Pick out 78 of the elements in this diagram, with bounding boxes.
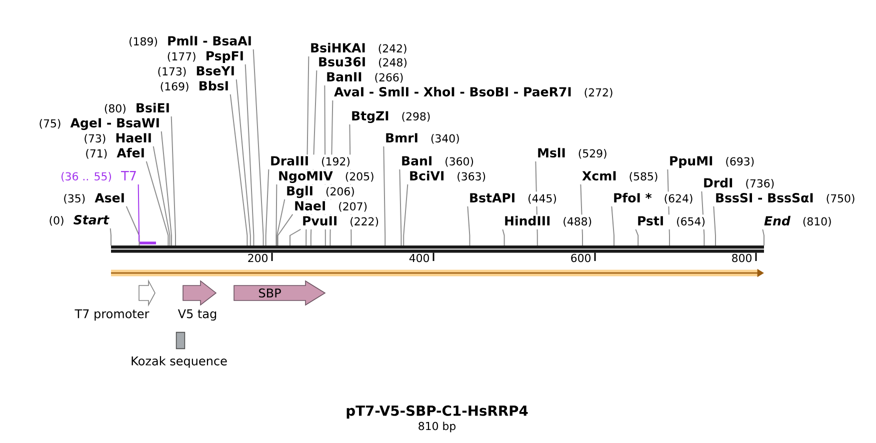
leader-line [290,228,302,246]
sequence-length: 810 bp [418,422,456,432]
cut-site-label: (173) BseYI [158,66,234,77]
cut-site-label: BmrI (340) [386,133,459,144]
cut-site-label: PfoI * (624) [614,192,692,204]
leader-line [535,160,538,246]
leader-line [277,214,294,246]
leader-line [701,190,705,246]
leader-line [611,206,614,246]
leader-line [230,94,248,246]
leader-line [110,228,112,246]
primer-bar [139,242,156,244]
cut-site-label: NgoMIV (205) [279,171,374,184]
cut-site-label: PvuII (222) [303,216,378,227]
leader-line [403,184,408,246]
leader-line [252,48,264,246]
leader-line [236,78,251,246]
cut-site-label: (35) AseI [64,193,124,204]
leader-line [160,130,172,246]
leader-line [126,206,140,246]
leader-line [502,228,505,246]
cut-site-label: (73) HaeII [84,133,151,144]
cut-site-label: (169) BbsI [160,80,228,92]
cut-site-label: BstAPI (445) [470,193,556,204]
primer-label: (36 .. 55) T7 [62,171,136,182]
cut-site-label: NaeI (207) [295,201,367,212]
scale-label: 400 [409,254,429,262]
cut-site-label: Bsu36I (248) [319,57,406,68]
cut-site-label: DraIII (192) [271,156,350,167]
leader-line [383,146,386,246]
cut-site-label: BssSI - BssSαI (750) [716,193,854,204]
cut-site-label: MslI (529) [538,148,606,159]
cut-site-label: BanII (266) [327,72,403,83]
cut-site-label: PpuMI (693) [670,156,754,168]
cut-site-label: BglI (206) [287,186,354,198]
leader-line [170,116,176,246]
cut-site-label: BciVI (363) [410,170,486,182]
feature-label: Kozak sequence [132,356,227,368]
leader-line [349,124,352,246]
leader-line [324,84,326,246]
cut-site-label: HindIII (488) [505,216,592,227]
leader-line [635,228,639,246]
cut-site-label: AvaI - SmlI - XhoI - BsoBI - PaeR7I (272) [334,86,612,98]
map-title: pT7-V5-SBP-C1-HsRRP4 [346,405,528,419]
dna-backbone [111,246,764,253]
leader-line [399,168,402,246]
cut-site-label: BsiHKAI (242) [311,42,406,54]
leader-line [713,206,716,246]
cut-site-label: (75) AgeI - BsaWI [40,118,159,130]
leader-line [667,168,670,246]
feature-label: T7 promoter [74,309,150,321]
cut-site-label: (71) AfeI [86,148,144,159]
leader-line [467,206,470,246]
leader-line [306,56,310,246]
leader-line [762,228,764,246]
cut-site-label: (80) BsiEI [104,102,169,114]
cut-site-label: (0) Start [50,215,110,226]
leader-line [138,184,140,242]
feature-label: V5 tag [178,309,216,321]
cut-site-label: End (810) [764,216,831,227]
leader-line [310,70,318,246]
leader-line [330,100,334,246]
leader-line [146,160,169,246]
cut-site-label: (189) PmlI - BsaAI [130,36,251,47]
scale-label: 200 [248,254,268,262]
cut-site-label: DrdI (736) [704,178,774,189]
cut-site-label: PstI (654) [638,216,705,227]
cut-site-label: BanI (360) [402,156,474,167]
scale-label: 600 [571,254,590,262]
leader-line [244,64,254,246]
leader-line [265,168,270,246]
cut-site-label: (177) PspFI [168,51,243,63]
leader-line [152,146,170,246]
leader-line [580,184,583,246]
leader-line [276,198,286,246]
cut-site-label: BtgZI (298) [352,111,430,124]
leader-line [276,184,278,246]
cut-site-label: XcmI (585) [582,171,658,182]
